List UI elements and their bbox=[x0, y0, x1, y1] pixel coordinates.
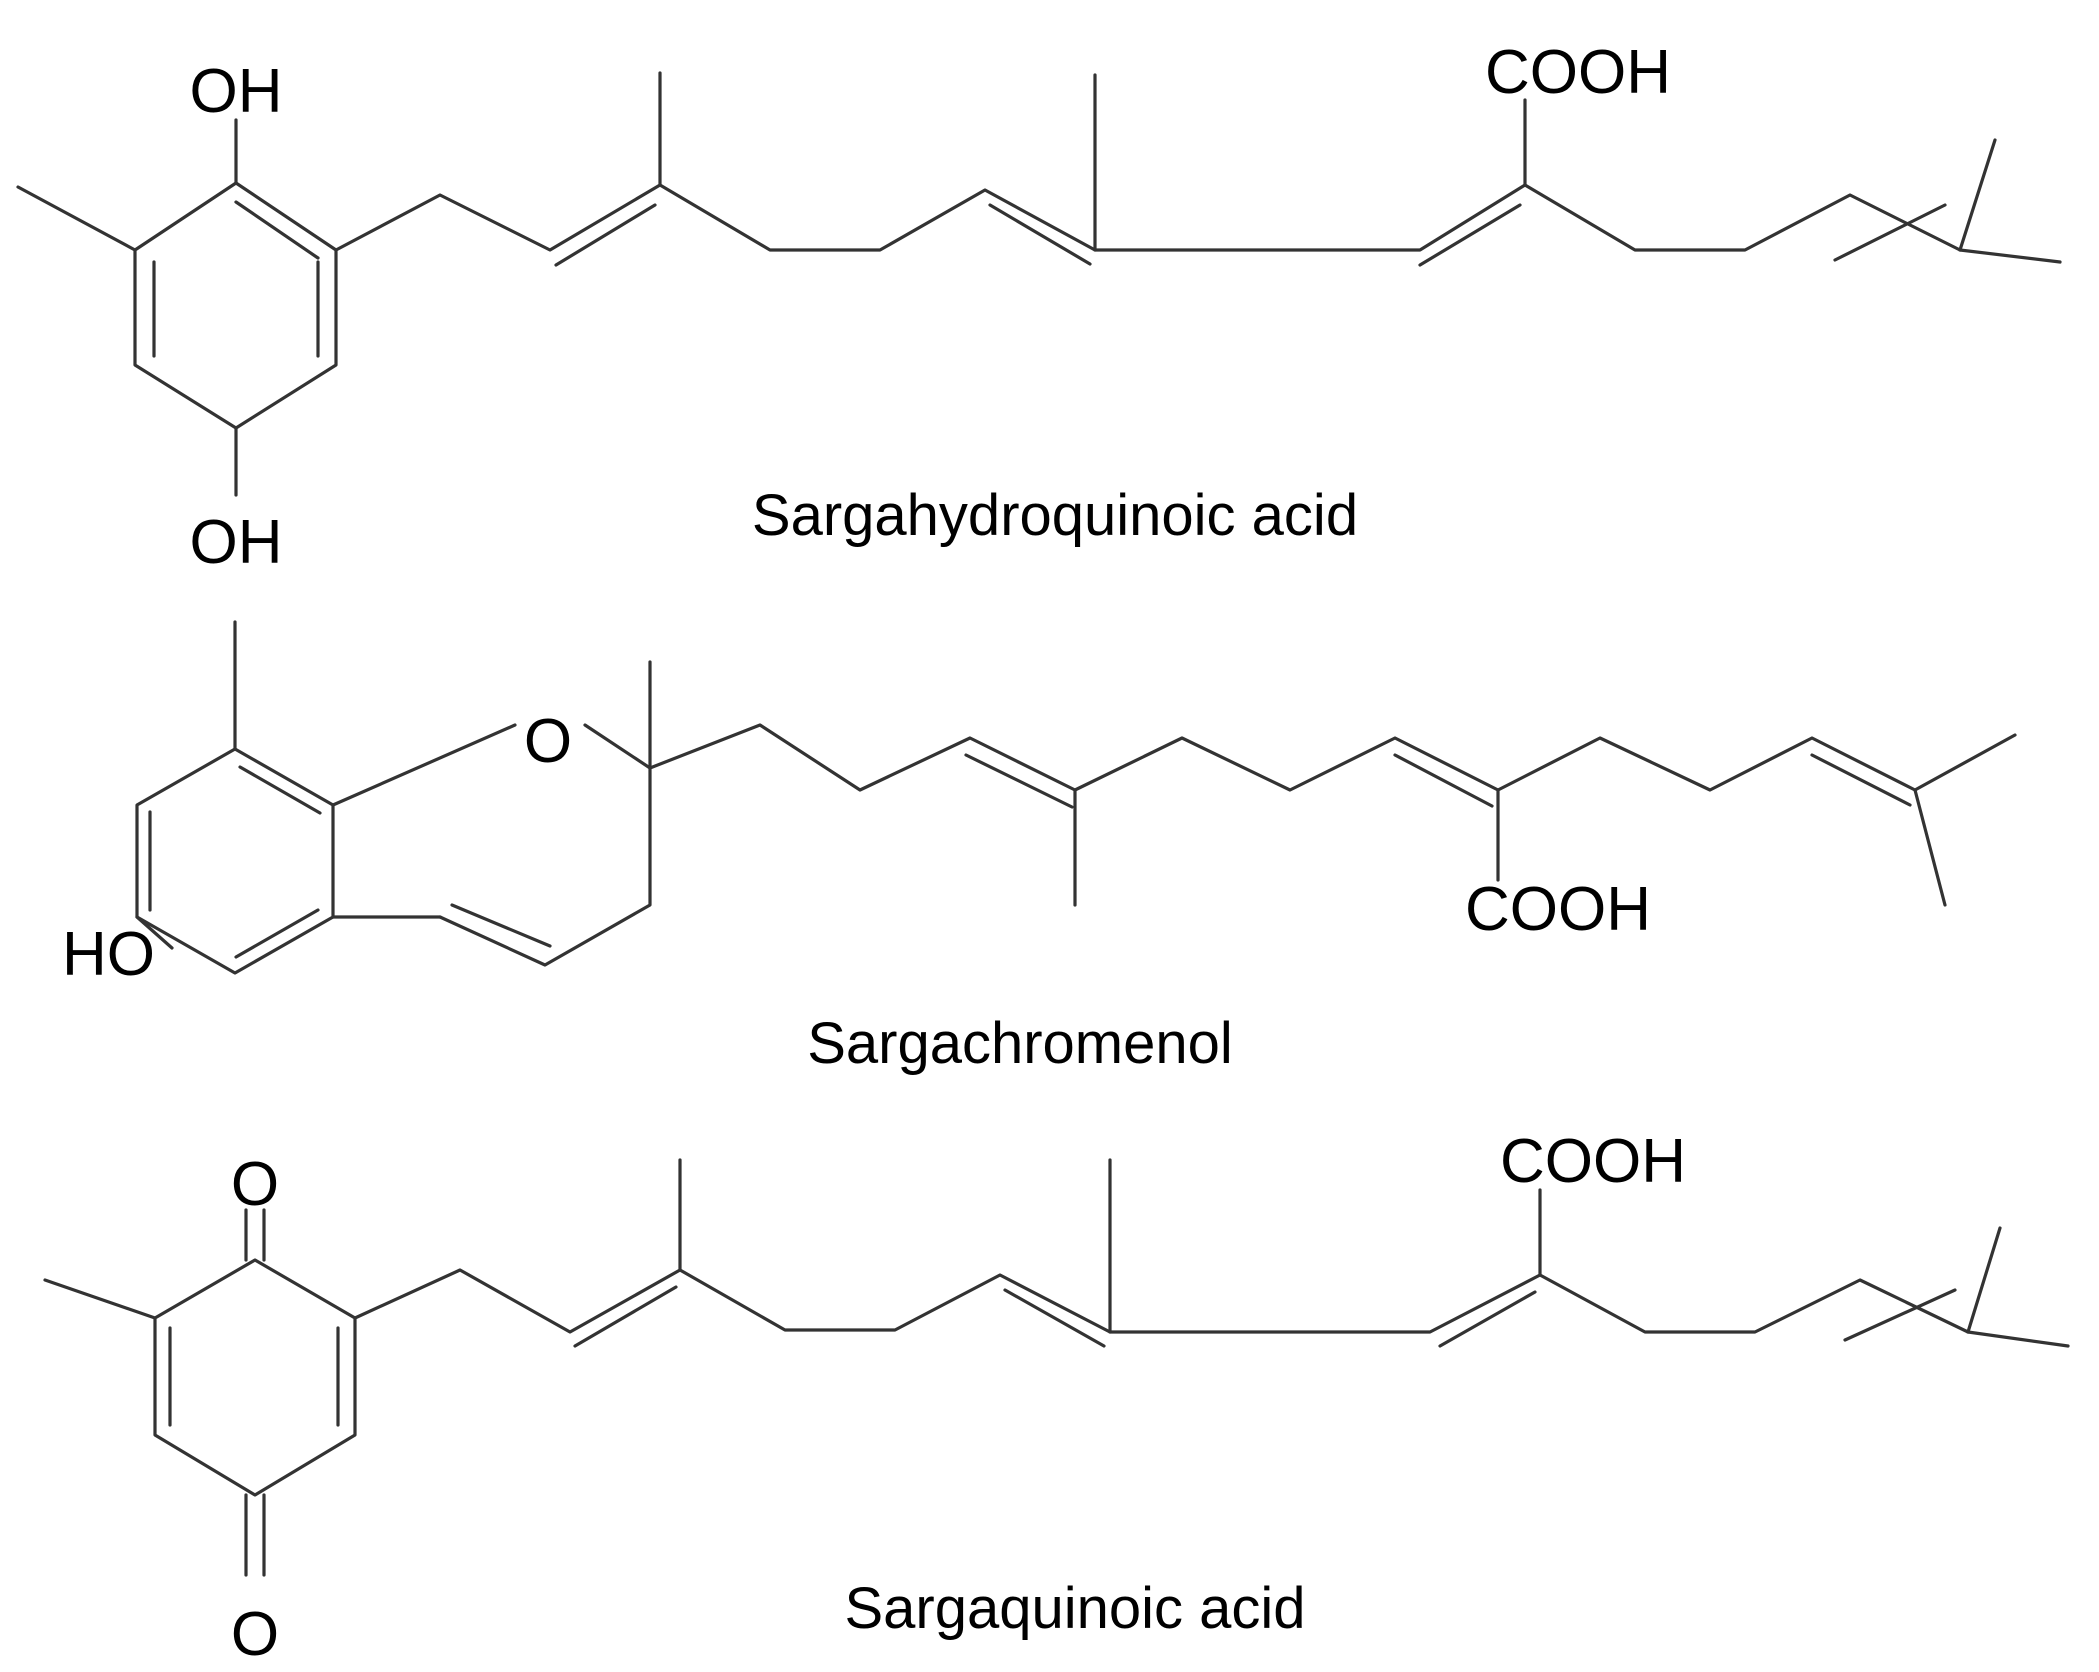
compound-sargahydroquinoic-acid: OH OH COOH Sargahydroquinoic acid bbox=[16, 38, 2062, 577]
side-chain bbox=[648, 723, 2017, 907]
benzene-ring bbox=[135, 747, 335, 975]
bottom-hydroxyl-label: OH bbox=[190, 508, 283, 577]
top-carbonyl-label: O bbox=[231, 1150, 279, 1219]
carbonyl-bonds bbox=[244, 1208, 266, 1577]
compound-name-label: Sargahydroquinoic acid bbox=[752, 483, 1358, 548]
carboxyl-label: COOH bbox=[1465, 875, 1651, 944]
hydroquinone-ring bbox=[133, 181, 338, 430]
top-hydroxyl-label: OH bbox=[190, 57, 283, 126]
compound-name-label: Sargaquinoic acid bbox=[844, 1576, 1305, 1641]
compound-sargachromenol: O HO COOH Sargachromenol bbox=[62, 620, 2017, 1076]
ring-methyl-bond bbox=[43, 1278, 157, 1320]
ring-oxygen-label: O bbox=[524, 707, 572, 776]
bottom-carbonyl-label: O bbox=[231, 1600, 279, 1667]
pyran-ring bbox=[331, 723, 652, 967]
compound-sargaquinoic-acid: O O COOH Sargaquinoic acid bbox=[43, 1127, 2070, 1669]
hydroxyl-label: HO bbox=[62, 920, 155, 989]
compound-name-label: Sargachromenol bbox=[807, 1011, 1233, 1076]
hydroxyl-bond bbox=[135, 915, 174, 950]
quinone-ring bbox=[153, 1258, 357, 1497]
ring-methyl-bond bbox=[16, 185, 137, 252]
carboxyl-label: COOH bbox=[1485, 38, 1671, 107]
side-chain bbox=[334, 71, 2062, 267]
side-chain bbox=[353, 1158, 2070, 1348]
carboxyl-label: COOH bbox=[1500, 1127, 1686, 1196]
